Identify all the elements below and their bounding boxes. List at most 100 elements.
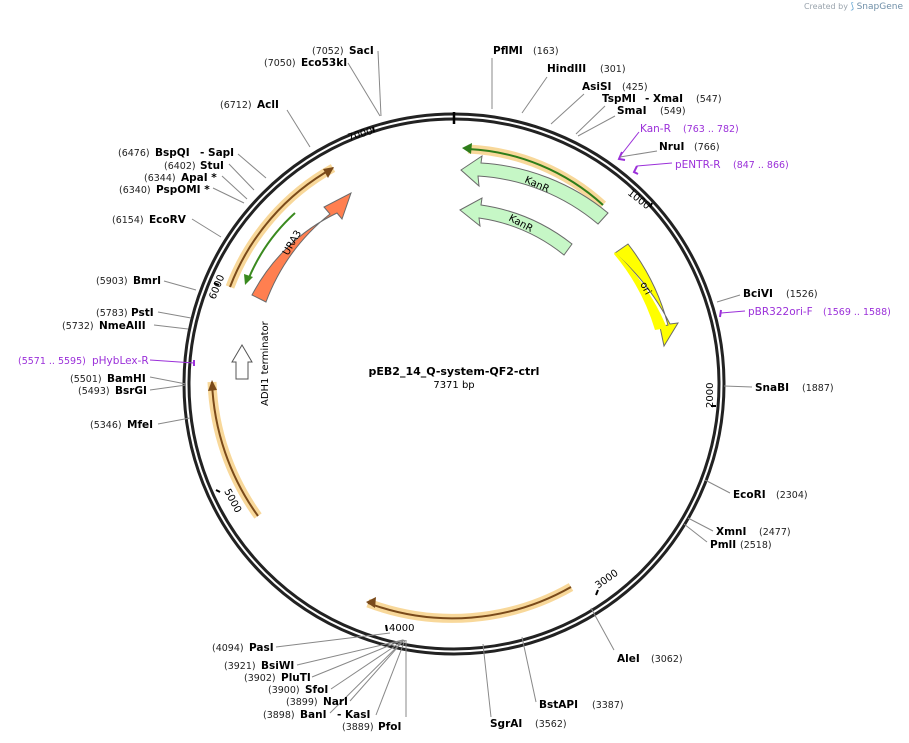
enzyme-position: (5783) <box>96 308 128 319</box>
tick-7000 <box>372 126 375 133</box>
enzyme-position: (2304) <box>776 490 808 501</box>
enzyme-position: (3898) <box>263 710 295 721</box>
adh1-terminator-label: ADH1 terminator <box>260 320 271 406</box>
enzyme-name: PfoI <box>378 721 401 733</box>
primer-name: pENTR-R <box>675 159 721 171</box>
kanr-inner-arrow <box>459 197 573 256</box>
enzyme-name: - SapI <box>200 147 234 159</box>
enzyme-position: (2518) <box>740 540 772 551</box>
enzyme-position: (4094) <box>212 643 244 654</box>
enzyme-position: (6402) <box>164 161 196 172</box>
enzyme-name: ApaI * <box>181 172 217 184</box>
enzyme-name: PmlI <box>710 539 736 551</box>
ura3-arrow <box>251 191 352 303</box>
tick-label-2000: 2000 <box>705 383 716 408</box>
enzyme-position: (3562) <box>535 719 567 730</box>
ori-label: ori <box>637 280 653 297</box>
enzyme-position: (7052) <box>312 46 344 57</box>
enzyme-position: (301) <box>600 64 626 75</box>
enzyme-position: (3900) <box>268 685 300 696</box>
primer-name: Kan-R <box>640 123 671 135</box>
enzyme-name: BamHI <box>107 373 146 385</box>
enzyme-name: PstI <box>131 307 154 319</box>
primer-position: (1569 .. 1588) <box>823 307 891 318</box>
enzyme-position: (6154) <box>112 215 144 226</box>
enzyme-position: (5501) <box>70 374 102 385</box>
enzyme-position: (6712) <box>220 100 252 111</box>
enzyme-position: (7050) <box>264 58 296 69</box>
tick-label-7000: 7000 <box>347 126 375 144</box>
enzyme-position: (6476) <box>118 148 150 159</box>
enzyme-name: SgrAI <box>490 718 522 730</box>
enzyme-position: (3387) <box>592 700 624 711</box>
enzyme-leaders <box>149 50 753 718</box>
tick-label-1000: 1000 <box>625 188 652 212</box>
tick-6000 <box>213 282 220 286</box>
enzyme-name: EcoRI <box>733 489 766 501</box>
enzyme-position: (1526) <box>786 289 818 300</box>
enzyme-name: XmnI <box>716 526 746 538</box>
credit-brand: SnapGene <box>856 2 903 12</box>
primer-name: pBR322ori-F <box>748 306 813 318</box>
enzyme-position: (3062) <box>651 654 683 665</box>
enzyme-position: (5346) <box>90 420 122 431</box>
enzyme-name: PspOMI * <box>156 184 210 196</box>
primer-leaders <box>149 131 746 364</box>
enzyme-name: BanI <box>300 709 326 721</box>
enzyme-name: PflMI <box>493 45 523 57</box>
enzyme-name: SacI <box>349 45 374 57</box>
enzyme-name: BciVI <box>743 288 773 300</box>
snapgene-credit: Created by ⟆ SnapGene <box>804 2 903 12</box>
enzyme-position: (425) <box>622 82 648 93</box>
adh1-terminator-arrow <box>231 344 253 380</box>
tick-marks <box>213 126 716 632</box>
enzyme-name: MfeI <box>127 419 153 431</box>
ura3-label: URA3 <box>281 229 304 258</box>
enzyme-name: NarI <box>323 696 348 708</box>
enzyme-name: PluTI <box>281 672 311 684</box>
enzyme-name: PasI <box>249 642 274 654</box>
enzyme-name: - XmaI <box>645 93 683 105</box>
plasmid-name: pEB2_14_Q-system-QF2-ctrl <box>369 365 540 378</box>
enzyme-name: TspMI <box>602 93 636 105</box>
enzyme-name: SnaBI <box>755 382 789 394</box>
enzyme-name: AclI <box>257 99 279 111</box>
kanr-outer-arrow <box>460 154 609 225</box>
tick-label-4000: 4000 <box>389 623 414 634</box>
tick-3000 <box>595 589 599 596</box>
enzyme-name: BmrI <box>133 275 161 287</box>
enzyme-position: (3921) <box>224 661 256 672</box>
enzyme-name: SfoI <box>305 684 328 696</box>
enzyme-position: (1887) <box>802 383 834 394</box>
enzyme-position: (3899) <box>286 697 318 708</box>
enzyme-name: AleI <box>617 653 640 665</box>
enzyme-position: (3889) <box>342 722 374 733</box>
enzyme-name: - KasI <box>337 709 370 721</box>
enzyme-position: (549) <box>660 106 686 117</box>
tick-4000 <box>385 624 388 632</box>
enzyme-position: (5903) <box>96 276 128 287</box>
primer-position: (847 .. 866) <box>733 160 789 171</box>
enzyme-name: BsrGI <box>115 385 147 397</box>
enzyme-position: (163) <box>533 46 559 57</box>
enzyme-name: SmaI <box>617 105 647 117</box>
plasmid-length: 7371 bp <box>433 380 474 391</box>
enzyme-name: NmeAIII <box>99 320 146 332</box>
enzyme-position: (766) <box>694 142 720 153</box>
credit-prefix: Created by <box>803 2 848 11</box>
enzyme-name: StuI <box>200 160 224 172</box>
enzyme-position: (5732) <box>62 321 94 332</box>
enzyme-position: (5493) <box>78 386 110 397</box>
enzyme-position: (3902) <box>244 673 276 684</box>
snapgene-logo-icon: ⟆ <box>850 2 855 12</box>
enzyme-position: (6340) <box>119 185 151 196</box>
ori-arrow <box>614 243 679 348</box>
tick-1000 <box>649 202 653 208</box>
enzyme-name: AsiSI <box>582 81 611 93</box>
tick-5000 <box>215 489 221 493</box>
enzyme-name: HindIII <box>547 63 586 75</box>
primer-name: pHybLex-R <box>92 355 149 367</box>
tick-label-3000: 3000 <box>593 568 620 592</box>
primer-position: (5571 .. 5595) <box>18 356 86 367</box>
